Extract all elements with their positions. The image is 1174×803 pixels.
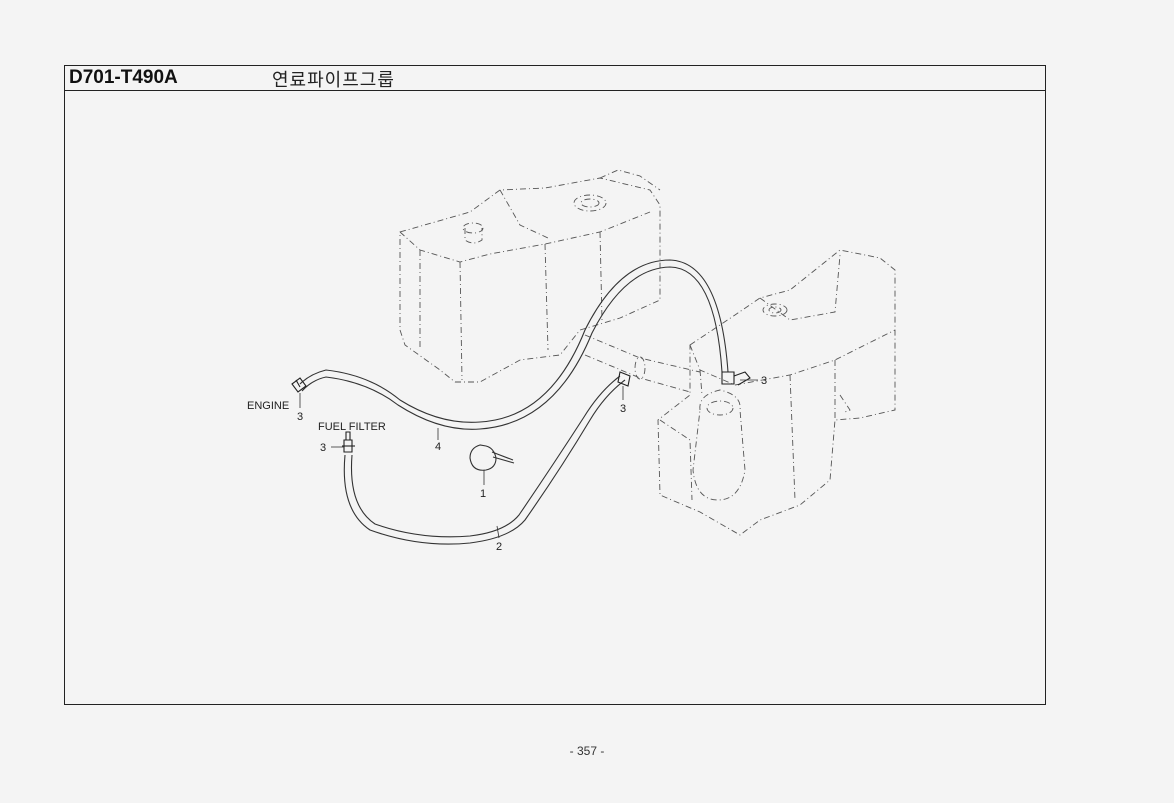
hose-clip-1 bbox=[469, 444, 515, 471]
drawing-title: 연료파이프그룹 bbox=[272, 70, 395, 91]
hose-4-return bbox=[299, 259, 729, 430]
clamp-joint-3 bbox=[617, 371, 631, 387]
left-fuel-tank bbox=[399, 169, 661, 383]
clamp-engine-3 bbox=[291, 377, 307, 393]
callout-part-3-filter: 3 bbox=[320, 442, 326, 454]
right-fuel-tank bbox=[657, 249, 896, 536]
drawing-frame: D701-T490A 연료파이프그룹 bbox=[64, 65, 1046, 705]
title-bar: D701-T490A 연료파이프그룹 bbox=[65, 66, 1045, 91]
crossover-pipe bbox=[584, 334, 701, 393]
callout-part-3-joint: 3 bbox=[620, 403, 626, 415]
callout-part-4: 4 bbox=[435, 441, 441, 453]
clamp-tank-3 bbox=[721, 371, 751, 386]
callout-part-3-engine: 3 bbox=[297, 411, 303, 423]
page-number: - 357 - bbox=[569, 744, 605, 758]
callout-engine: ENGINE bbox=[247, 400, 289, 412]
hose-2-supply bbox=[343, 375, 626, 545]
callout-part-1: 1 bbox=[480, 488, 486, 500]
clamp-filter-3 bbox=[342, 431, 355, 453]
callout-part-3-tank: 3 bbox=[761, 375, 767, 387]
drawing-code: D701-T490A bbox=[69, 67, 178, 88]
callout-fuel-filter: FUEL FILTER bbox=[318, 421, 386, 433]
callout-part-2: 2 bbox=[496, 541, 502, 553]
